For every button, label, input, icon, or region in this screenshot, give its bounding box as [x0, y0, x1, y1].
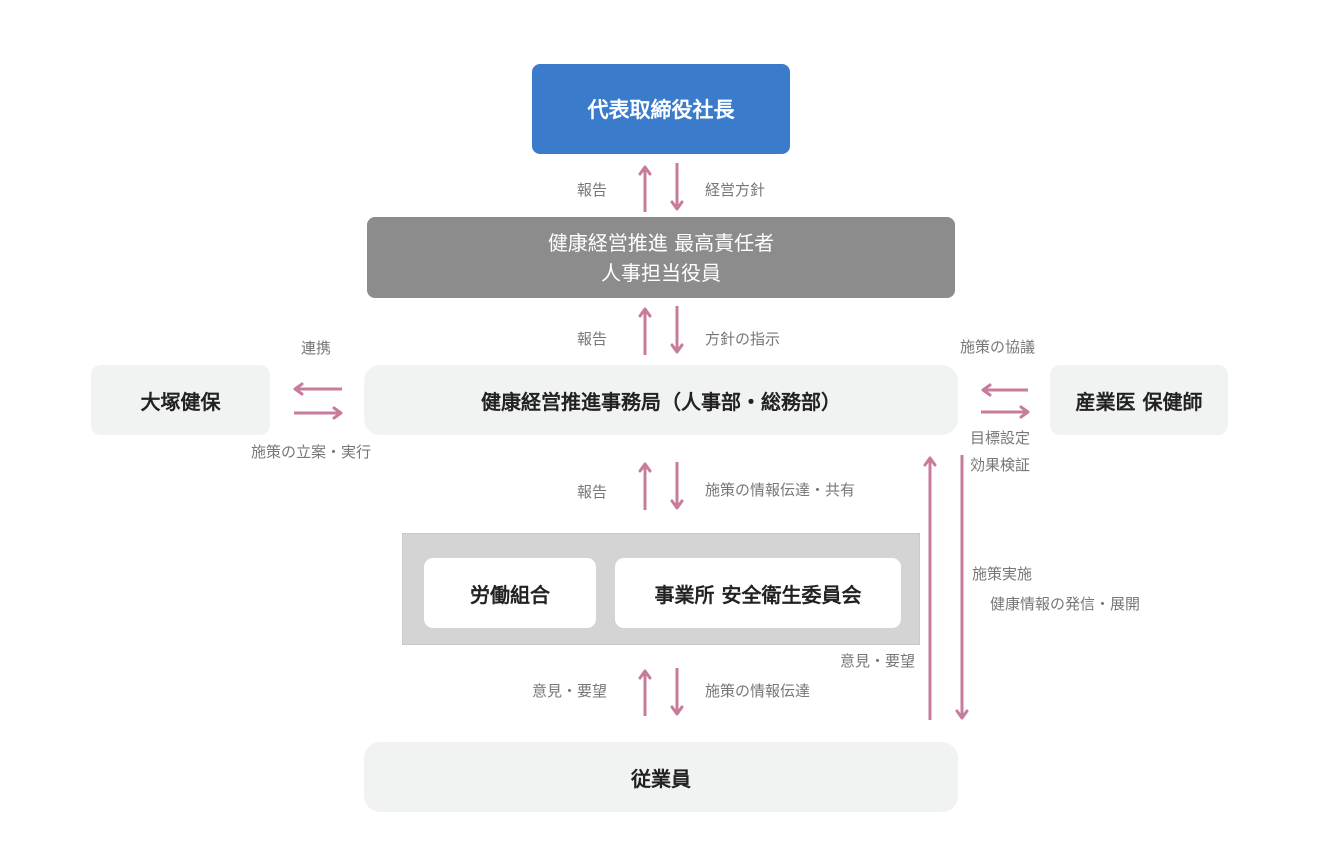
sangyoui-label: 産業医 保健師: [1075, 389, 1203, 414]
direct-health-info-label: 健康情報の発信・展開: [990, 595, 1141, 613]
kenpo-label: 大塚健保: [140, 389, 221, 414]
ceo-report-label: 報告: [577, 181, 608, 199]
employee-label: 従業員: [631, 766, 691, 791]
cho-label-line2: 人事担当役員: [601, 260, 721, 285]
kenpo-cooperation-label: 連携: [301, 339, 332, 357]
cho-box: 健康経営推進 最高責任者 人事担当役員: [367, 217, 955, 298]
cho-instruction-label: 方針の指示: [705, 330, 781, 348]
long-arrow-down-icon: [955, 455, 969, 720]
ceo-policy-label: 経営方針: [705, 181, 766, 199]
direct-implement-label: 施策実施: [972, 565, 1033, 583]
office-report-label: 報告: [577, 483, 608, 501]
union-label: 労働組合: [470, 582, 550, 607]
ceo-box: 代表取締役社長: [532, 64, 790, 154]
arrow-left-icon: [981, 383, 1028, 397]
arrow-down-icon: [670, 462, 684, 510]
arrow-down-icon: [670, 668, 684, 716]
employee-info-label: 施策の情報伝達: [705, 682, 811, 700]
arrow-up-icon: [638, 669, 652, 716]
office-box: 健康経営推進事務局（人事部・総務部）: [364, 365, 958, 435]
arrow-right-icon: [294, 406, 343, 420]
long-arrow-up-icon: [923, 456, 937, 720]
union-box: 労働組合: [424, 558, 596, 628]
arrow-up-icon: [638, 462, 652, 510]
sangyoui-box: 産業医 保健師: [1050, 365, 1228, 435]
kenpo-box: 大塚健保: [91, 365, 270, 435]
arrow-up-icon: [638, 165, 652, 212]
arrow-down-icon: [670, 306, 684, 354]
office-label: 健康経営推進事務局（人事部・総務部）: [481, 389, 841, 414]
employee-opinion-label: 意見・要望: [532, 682, 608, 700]
arrow-right-icon: [981, 405, 1030, 419]
employee-box: 従業員: [364, 742, 958, 812]
arrow-left-icon: [293, 382, 342, 396]
cho-label-line1: 健康経営推進 最高責任者: [547, 230, 775, 255]
ceo-label: 代表取締役社長: [587, 98, 735, 122]
arrow-down-icon: [670, 163, 684, 211]
cho-report-label: 報告: [577, 330, 608, 348]
committee-box: 事業所 安全衛生委員会: [615, 558, 901, 628]
sangyoui-consult-label: 施策の協議: [960, 338, 1036, 356]
sangyoui-goal-label: 目標設定: [970, 429, 1031, 447]
arrow-up-icon: [638, 307, 652, 355]
sangyoui-verify-label: 効果検証: [970, 456, 1031, 474]
direct-opinion-label: 意見・要望: [840, 652, 916, 670]
office-share-label: 施策の情報伝達・共有: [705, 481, 856, 499]
committee-label: 事業所 安全衛生委員会: [654, 582, 862, 607]
kenpo-plan-label: 施策の立案・実行: [251, 443, 372, 461]
